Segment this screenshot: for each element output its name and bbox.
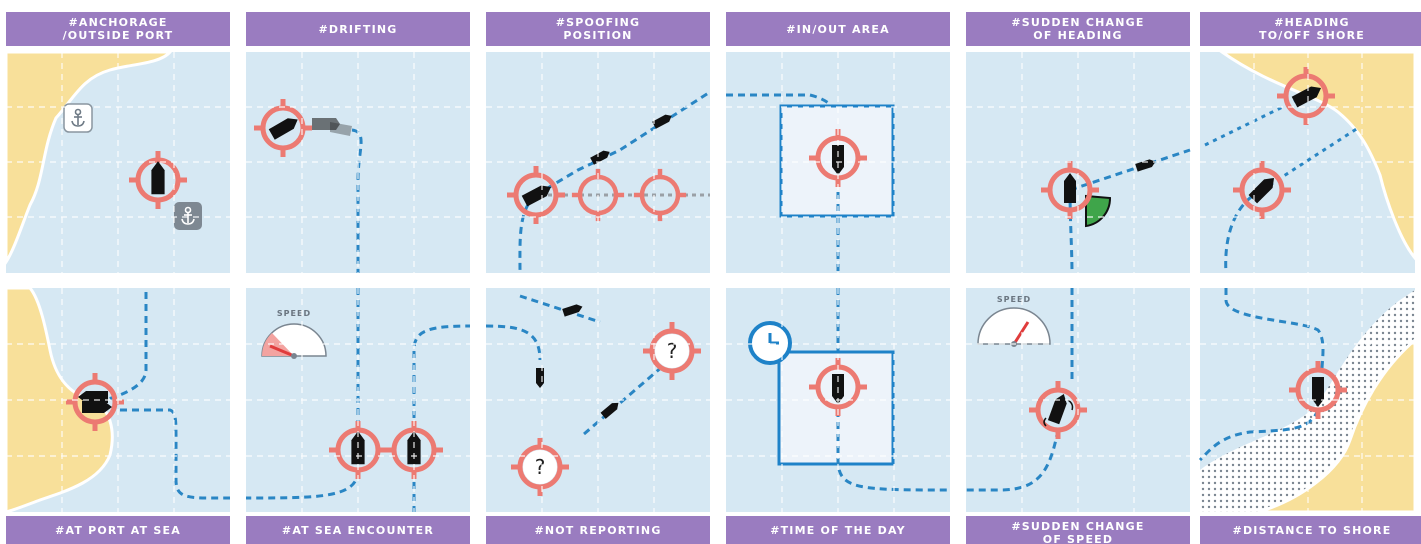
label-in-out-area: #IN/OUT AREA	[726, 12, 950, 46]
svg-text:SPEED: SPEED	[277, 309, 311, 318]
speed-gauge-icon: SPEED	[977, 295, 1051, 347]
anchor-icon	[63, 103, 93, 133]
unknown-vessel-icon: ?	[643, 322, 701, 380]
speed-gauge-icon: SPEED	[261, 309, 327, 359]
unknown-vessel-icon: ?	[511, 438, 569, 496]
svg-text:?: ?	[667, 339, 678, 363]
label-not-reporting: #NOT REPORTING	[486, 516, 710, 544]
svg-text:?: ?	[535, 455, 546, 479]
label-drifting: #DRIFTING	[246, 12, 470, 46]
label-time-of-day: #TIME OF THE DAY	[726, 516, 950, 544]
grid-lines	[6, 52, 1415, 512]
label-anchorage: #ANCHORAGE/OUTSIDE PORT	[6, 12, 230, 46]
label-at-sea-encounter: #AT SEA ENCOUNTER	[246, 516, 470, 544]
clock-icon	[748, 321, 792, 365]
vessel-icon	[1029, 381, 1087, 439]
label-at-port-at-sea: #AT PORT AT SEA	[6, 516, 230, 544]
anchor-icon	[174, 202, 202, 230]
svg-text:SPEED: SPEED	[997, 295, 1031, 304]
label-distance-to-shore: #DISTANCE TO SHORE	[1200, 516, 1421, 544]
